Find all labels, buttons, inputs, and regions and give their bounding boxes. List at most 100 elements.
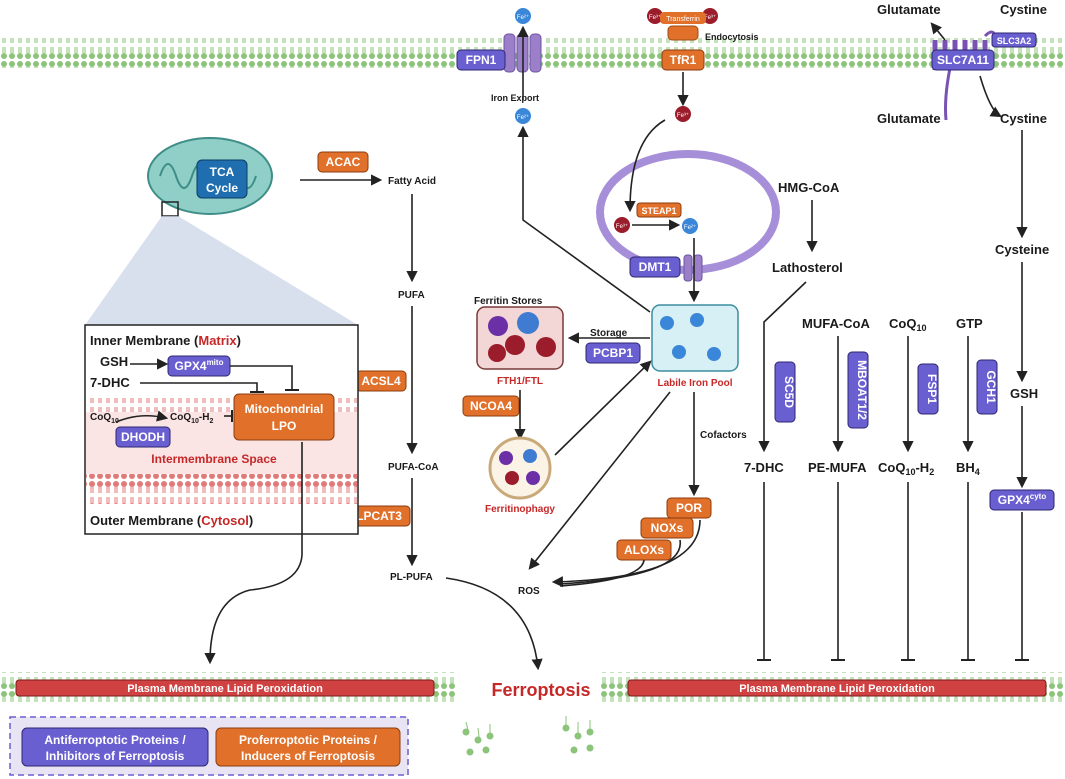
hmg-coa-label: HMG-CoA [778,180,840,195]
dhodh-label: DHODH [115,426,171,448]
sc5d-label: SC5D [774,361,796,423]
slc7a11-transporter [932,30,997,121]
ferroptosis-label: Ferroptosis [491,680,590,700]
svg-text:Mitochondrial: Mitochondrial [245,402,324,416]
ferritinophagy-vesicle [488,436,552,500]
mito-lpo-box: Mitochondrial LPO [233,393,335,441]
mito-coq10-label: CoQ10 [90,412,119,425]
svg-text:GPX4cyto: GPX4cyto [998,492,1047,507]
svg-text:LPCAT3: LPCAT3 [356,509,402,523]
por-label: POR [666,497,712,519]
acsl4-label: ACSL4 [355,370,407,392]
ferritin-stores-label: Ferritin Stores [474,296,543,307]
mito-gsh-label: GSH [100,354,128,369]
tfr1-label: TfR1 [661,49,705,71]
svg-text:LPO: LPO [272,419,297,433]
slc3a2-label: SLC3A2 [991,32,1037,48]
ferritin-stores [476,306,564,370]
intermembrane-space-label: Intermembrane Space [151,452,277,466]
coq10-label: CoQ10 [889,316,926,333]
lpcat3-label: LPCAT3 [347,505,411,527]
mufa-coa-label: MUFA-CoA [802,316,870,331]
aloxs-label: ALOXs [616,539,672,561]
svg-text:NOXs: NOXs [651,521,684,535]
endocytosis-label: Endocytosis [705,32,759,42]
gsh-right-label: GSH [1010,386,1038,401]
svg-text:ACAC: ACAC [326,155,361,169]
svg-text:SLC7A11: SLC7A11 [937,53,989,67]
seven-dhc-label: 7-DHC [744,460,784,475]
legend: Antiferroptotic Proteins / Inhibitors of… [9,716,409,776]
gpx4-cyto-label: GPX4cyto [989,489,1055,511]
svg-text:Fe²⁺: Fe²⁺ [684,224,696,231]
fatty-acid-label: Fatty Acid [388,176,436,187]
inner-membrane-label: Inner Membrane (Matrix) [90,333,241,348]
ncoa4-label: NCOA4 [462,395,520,417]
transferrin-complex: Fe³⁺ Fe³⁺ Transferrin [647,8,718,41]
pufa-coa-label: PUFA-CoA [388,462,439,473]
svg-text:TCA: TCA [210,165,235,179]
ferritinophagy-label: Ferritinophagy [485,504,555,515]
pm-lpo-right-bar: Plasma Membrane Lipid Peroxidation [627,679,1047,697]
svg-text:Cycle: Cycle [206,181,238,195]
zoom-wedge [85,216,358,325]
legend-anti-line1: Antiferroptotic Proteins / [44,733,186,747]
legend-pro-line2: Inducers of Ferroptosis [241,749,375,763]
svg-text:DMT1: DMT1 [639,260,672,274]
noxs-label: NOXs [640,517,694,539]
gch1-label: GCH1 [976,359,998,415]
svg-text:GPX4mito: GPX4mito [175,358,224,373]
labile-iron-pool-label: Labile Iron Pool [657,378,732,389]
lathosterol-label: Lathosterol [772,260,843,275]
svg-text:POR: POR [676,501,702,515]
pm-lpo-left-bar: Plasma Membrane Lipid Peroxidation [15,679,435,697]
pe-mufa-label: PE-MUFA [808,460,867,475]
svg-text:Fe²⁺: Fe²⁺ [517,114,529,121]
fe2-ion-endosome: Fe²⁺ [682,218,698,234]
pufa-label: PUFA [398,290,425,301]
svg-text:Fe²⁺: Fe²⁺ [517,14,529,21]
glutamate-extracellular: Glutamate [877,2,941,17]
cofactors-label: Cofactors [700,430,747,441]
svg-text:SLC3A2: SLC3A2 [997,36,1032,46]
cysteine-label: Cysteine [995,242,1049,257]
endosome [596,150,780,274]
slc7a11-label: SLC7A11 [931,49,995,71]
svg-text:Transferrin: Transferrin [666,16,700,23]
pcbp1-label: PCBP1 [585,342,641,364]
svg-text:Fe³⁺: Fe³⁺ [649,14,661,21]
svg-text:Fe³⁺: Fe³⁺ [677,112,689,119]
iron-export-label: Iron Export [491,93,539,103]
svg-text:TfR1: TfR1 [670,53,697,67]
fsp1-label: FSP1 [917,363,939,415]
fe2-ion-below-fpn1: Fe²⁺ [515,108,531,124]
cystine-intracellular: Cystine [1000,111,1047,126]
tca-cycle-box: TCA Cycle [196,159,248,199]
steap1-label: STEAP1 [636,202,682,218]
mito-7dhc-label: 7-DHC [90,375,130,390]
svg-text:MBOAT1/2: MBOAT1/2 [855,360,869,420]
coq10h2-label: CoQ10-H2 [878,460,934,477]
bh4-label: BH4 [956,460,980,477]
gtp-label: GTP [956,316,983,331]
pl-pufa-label: PL-PUFA [390,572,433,583]
dmt1-label: DMT1 [629,256,681,278]
legend-anti-line2: Inhibitors of Ferroptosis [46,749,185,763]
legend-pro-line1: Proferroptotic Proteins / [239,733,378,747]
gpx4-mito-label: GPX4mito [167,355,231,377]
svg-text:Plasma Membrane Lipid Peroxida: Plasma Membrane Lipid Peroxidation [127,683,323,695]
ros-label: ROS [518,586,540,597]
mboat-label: MBOAT1/2 [847,351,869,429]
svg-text:STEAP1: STEAP1 [641,206,676,216]
fpn1-label: FPN1 [456,49,506,71]
svg-text:FSP1: FSP1 [925,374,939,404]
fth1-ftl-label: FTH1/FTL [497,376,543,387]
storage-label: Storage [590,328,628,339]
svg-text:Fe³⁺: Fe³⁺ [616,223,628,230]
fe2-ion-exported: Fe²⁺ [515,8,531,24]
svg-text:GCH1: GCH1 [984,370,998,404]
svg-text:NCOA4: NCOA4 [470,399,512,413]
fe3-ion-internalized: Fe³⁺ [675,106,691,122]
svg-text:Plasma Membrane Lipid Peroxida: Plasma Membrane Lipid Peroxidation [739,683,935,695]
svg-text:Fe³⁺: Fe³⁺ [704,14,716,21]
